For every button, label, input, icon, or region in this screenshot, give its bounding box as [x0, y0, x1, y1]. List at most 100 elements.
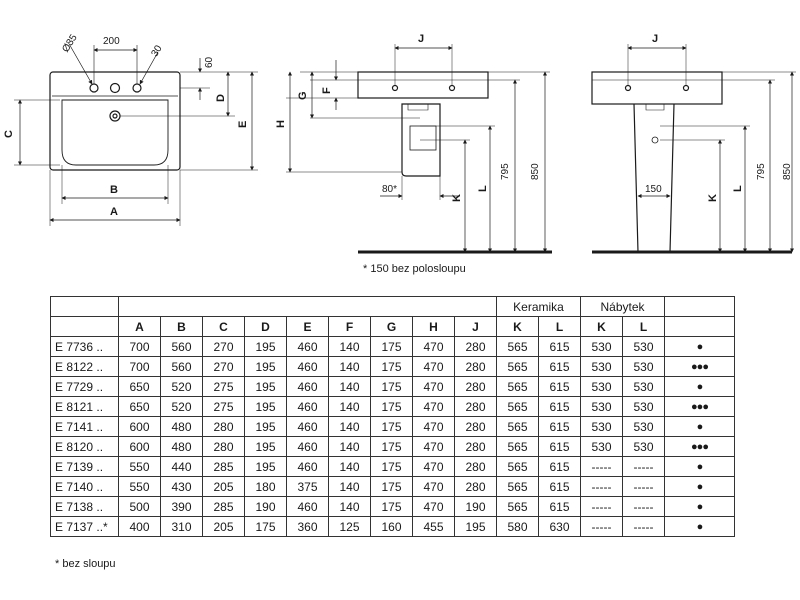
label-side-angle: 80* — [382, 184, 397, 195]
product-code: E 8122 .. — [50, 356, 119, 377]
dimension-value: 530 — [622, 436, 665, 457]
dimension-value: 530 — [622, 336, 665, 357]
product-code: E 8121 .. — [50, 396, 119, 417]
label-col-k: K — [707, 194, 719, 202]
dimension-value: 280 — [454, 416, 497, 437]
dimension-value: 470 — [412, 336, 455, 357]
dimension-value: ----- — [580, 476, 623, 497]
label-side-f: F — [321, 87, 333, 94]
column-header: H — [412, 316, 455, 337]
dimension-value: 280 — [202, 436, 245, 457]
overflow-hole — [109, 110, 121, 122]
dimension-value: 175 — [244, 516, 287, 537]
dimension-value: 460 — [286, 336, 329, 357]
dimension-value: 480 — [160, 416, 203, 437]
dimension-value: 550 — [118, 476, 161, 497]
variant-dots: ● — [664, 456, 735, 477]
dimension-value: 460 — [286, 436, 329, 457]
dimension-value: 615 — [538, 376, 581, 397]
dimension-value: 175 — [370, 396, 413, 417]
footnote-no-pedestal: * bez sloupu — [55, 558, 116, 570]
dimension-value: 565 — [496, 456, 539, 477]
variant-dots: ●●● — [664, 396, 735, 417]
dimension-value: 615 — [538, 456, 581, 477]
dimension-value: ----- — [580, 496, 623, 517]
dimension-value: 560 — [160, 336, 203, 357]
dimension-value: 175 — [370, 336, 413, 357]
dimension-value: 565 — [496, 496, 539, 517]
variant-dots: ● — [664, 376, 735, 397]
dimension-value: 275 — [202, 396, 245, 417]
dimension-value: 650 — [118, 376, 161, 397]
dimension-value: 195 — [244, 376, 287, 397]
dimension-value: 140 — [328, 416, 371, 437]
label-side-j: J — [418, 33, 424, 45]
dimension-value: 205 — [202, 476, 245, 497]
variant-dots: ● — [664, 476, 735, 497]
dimension-value: 140 — [328, 356, 371, 377]
label-top-depth: 60 — [204, 56, 215, 68]
dimension-value: 195 — [454, 516, 497, 537]
dimension-value: 125 — [328, 516, 371, 537]
technical-drawing: Ø35 200 30 60 D E C B A — [3, 32, 796, 254]
product-code: E 7137 ..* — [50, 516, 119, 537]
variant-dots: ●●● — [664, 356, 735, 377]
front-view — [14, 41, 258, 226]
column-header: K — [580, 316, 623, 337]
dimension-value: 400 — [118, 516, 161, 537]
dimension-value: 560 — [160, 356, 203, 377]
dimension-value: 195 — [244, 336, 287, 357]
dimension-value: 140 — [328, 496, 371, 517]
label-tap-spacing: 200 — [103, 36, 120, 47]
dimension-value: 600 — [118, 436, 161, 457]
variant-dots: ● — [664, 416, 735, 437]
dimension-value: 280 — [454, 436, 497, 457]
dimension-value: ----- — [580, 516, 623, 537]
dimension-value: 565 — [496, 396, 539, 417]
column-header: D — [244, 316, 287, 337]
column-header: F — [328, 316, 371, 337]
group-nabytek: Nábytek — [580, 296, 665, 317]
dimension-value: 375 — [286, 476, 329, 497]
product-code: E 7139 .. — [50, 456, 119, 477]
dimension-value: 195 — [244, 356, 287, 377]
dimension-value: 175 — [370, 456, 413, 477]
dimension-value: 470 — [412, 476, 455, 497]
label-hole-dia: Ø35 — [60, 32, 80, 54]
dimension-value: 470 — [412, 436, 455, 457]
dimension-value: 280 — [454, 396, 497, 417]
dimension-value: 140 — [328, 476, 371, 497]
dimension-value: 160 — [370, 516, 413, 537]
dimension-value: 175 — [370, 476, 413, 497]
dimension-value: 615 — [538, 336, 581, 357]
label-side-h: H — [275, 120, 287, 128]
dimension-value: 530 — [580, 356, 623, 377]
dimension-value: 565 — [496, 436, 539, 457]
dimension-value: 275 — [202, 376, 245, 397]
footnote-half-pedestal: * 150 bez polosloupu — [363, 263, 466, 275]
dimension-value: 455 — [412, 516, 455, 537]
label-col-150: 150 — [645, 184, 662, 195]
dimension-value: 195 — [244, 436, 287, 457]
dimension-value: 470 — [412, 416, 455, 437]
dimension-value: 310 — [160, 516, 203, 537]
dimension-value: ----- — [622, 496, 665, 517]
label-col-l: L — [732, 185, 744, 192]
dimension-value: 280 — [454, 456, 497, 477]
label-dim-b: B — [110, 184, 118, 196]
column-header: L — [622, 316, 665, 337]
dimension-value: 530 — [622, 376, 665, 397]
dimension-value: 700 — [118, 356, 161, 377]
label-tap-offset: 30 — [149, 43, 164, 59]
dimension-value: 460 — [286, 496, 329, 517]
dimension-value: 600 — [118, 416, 161, 437]
dimension-value: 280 — [202, 416, 245, 437]
dimension-value: 175 — [370, 356, 413, 377]
dimension-value: 390 — [160, 496, 203, 517]
table-group-header-row: Keramika Nábytek — [50, 296, 735, 317]
column-header: G — [370, 316, 413, 337]
